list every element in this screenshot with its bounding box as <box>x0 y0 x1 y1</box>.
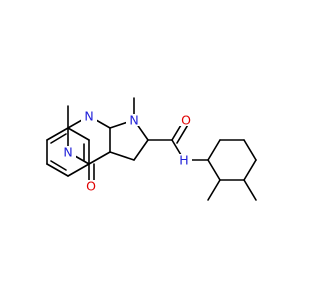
atom-label-o: O <box>86 179 96 194</box>
bond <box>50 133 67 144</box>
bond <box>67 163 90 177</box>
atom-label-layer: N N N O O H <box>60 109 194 194</box>
atom-n-pyrrole: N <box>126 113 142 128</box>
bond <box>243 159 257 181</box>
atom-bg <box>81 110 97 122</box>
bond <box>207 159 221 181</box>
bond <box>67 127 90 141</box>
bond <box>133 139 149 161</box>
bond <box>207 139 221 161</box>
bond <box>46 127 69 141</box>
atom-bg <box>60 146 76 158</box>
bond <box>243 179 257 201</box>
atom-nh-amide: H <box>176 153 192 168</box>
atom-bg <box>178 114 194 126</box>
bond <box>207 179 221 201</box>
atom-label-o: O <box>181 113 191 128</box>
atom-label-h: H <box>179 153 188 168</box>
bond-layer <box>46 97 257 201</box>
atom-label-n: N <box>63 145 72 160</box>
bond <box>176 122 190 144</box>
atom-bg <box>126 114 142 126</box>
bond <box>88 151 111 165</box>
atom-o-amide: O <box>178 113 194 128</box>
atom-bg <box>83 180 99 192</box>
bond <box>109 151 135 161</box>
bond <box>243 139 257 161</box>
bond <box>50 160 67 171</box>
atom-n-pyridine: N <box>60 145 76 160</box>
molecule-diagram: N N N O O H <box>46 97 257 201</box>
bond <box>46 163 69 177</box>
atom-bg <box>176 154 192 166</box>
atom-label-n: N <box>129 113 138 128</box>
atom-o-ketone: O <box>83 179 99 194</box>
atom-label-n: N <box>84 109 93 124</box>
atom-n-pyrimidine: N <box>81 109 97 124</box>
